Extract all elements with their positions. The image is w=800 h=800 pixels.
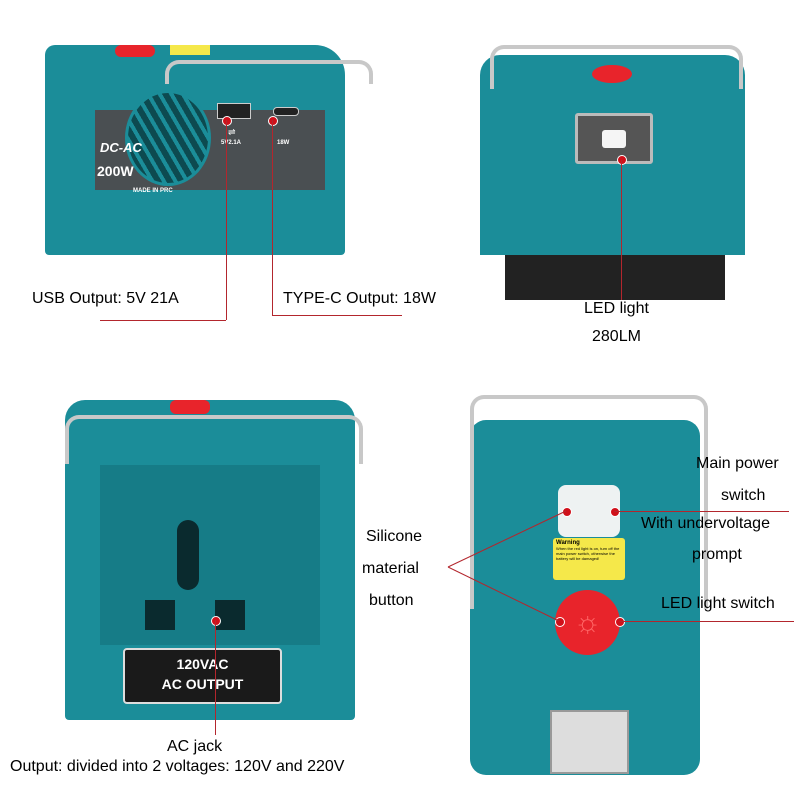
handle [165,60,373,84]
red-button [592,65,632,83]
power-text: 200W [97,163,134,179]
sun-icon: ☼ [573,606,602,639]
led-line [621,160,622,300]
main-power-callout: Main power [696,455,779,472]
ac-output-callout: Output: divided into 2 voltages: 120V an… [10,758,345,775]
typec-port [273,107,299,116]
inverter-side-view: DC-AC 200W MADE IN PRC ⇌ 5V2.1A 18W [45,45,345,255]
usb-marker [222,116,232,126]
fan-grille-icon [125,90,211,186]
led-lamp [575,113,653,164]
usb-port-text: 5V2.1A [221,140,242,146]
red-button [115,45,155,57]
silicone-callout: Silicone [366,528,423,545]
red-button [170,400,210,414]
warning-title: Warning [556,540,580,546]
main-power-line [614,511,789,512]
typec-port-text: 18W [277,140,290,146]
handle [490,45,743,89]
yellow-label [170,45,210,55]
inverter-socket-view: 120VAC AC OUTPUT [65,400,355,720]
silicone-marker-2 [555,617,565,627]
socket-slot [177,520,199,590]
led-switch-callout: LED light switch [661,595,775,612]
silicone-callout-3: button [369,592,414,609]
socket-label: 120VAC AC OUTPUT [123,648,282,704]
led-lumen-callout: 280LM [592,328,641,345]
warning-text: When the red light is on, turn off the m… [556,546,620,561]
typec-underline [272,315,402,316]
usb-callout: USB Output: 5V 21A [32,290,179,307]
inverter-top-view: Warning When the red light is on, turn o… [470,420,700,775]
typec-marker [268,116,278,126]
typec-callout: TYPE-C Output: 18W [283,290,436,307]
led-marker [617,155,627,165]
silicone-lines [447,510,567,622]
socket-slot-left [145,600,175,630]
socket-voltage-text: 120VAC [176,656,229,672]
main-power-callout-2: switch [721,487,766,504]
undervoltage-callout-2: prompt [692,546,742,563]
bottom-lamp [550,710,629,774]
warning-label: Warning When the red light is on, turn o… [553,538,625,580]
silicone-callout-2: material [362,560,419,577]
battery-mount [505,255,725,300]
ac-jack-marker [211,616,221,626]
socket-face [100,465,320,645]
led-switch-marker [615,617,625,627]
usb-underline [100,320,226,321]
handle [65,415,363,464]
inverter-front-view [480,55,745,255]
ac-jack-line [215,620,216,735]
socket-output-text: AC OUTPUT [161,676,244,692]
socket-slot-right [215,600,245,630]
handle [470,395,708,609]
usb-icon: ⇌ [228,127,236,137]
led-switch-line [619,621,794,622]
undervoltage-callout: With undervoltage [641,515,770,532]
main-power-marker [610,507,620,517]
usb-line [226,120,227,320]
typec-line [272,120,273,315]
silicone-marker-1 [562,507,572,517]
led-switch-button: ☼ [555,590,620,655]
origin-text: MADE IN PRC [133,188,173,194]
usb-port [217,103,251,119]
led-callout: LED light [584,300,649,317]
ac-jack-callout: AC jack [167,738,223,755]
model-text: DC-AC [100,140,142,155]
